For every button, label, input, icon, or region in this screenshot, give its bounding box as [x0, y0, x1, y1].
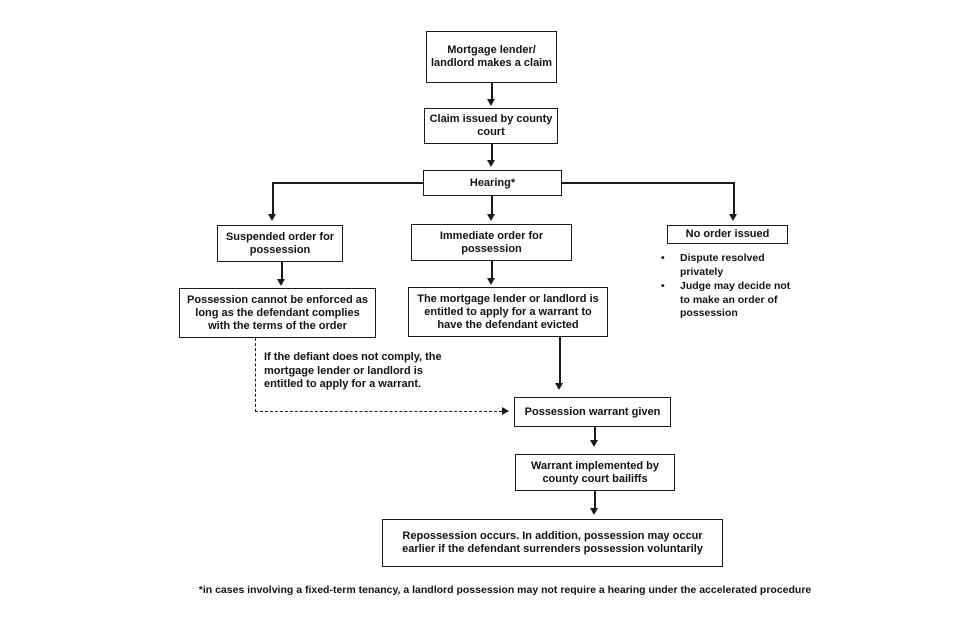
box-warrant-given: Possession warrant given	[514, 397, 671, 427]
connector-claim-issued-to-hearing	[491, 144, 493, 161]
bullet-text-judge-decision: Judge may decide not to make an order of…	[680, 280, 791, 319]
arrowhead-dashed-to-warrant-given	[502, 407, 509, 415]
box-hearing-label: Hearing*	[469, 176, 516, 189]
box-no-order: No order issued	[667, 225, 788, 244]
connector-apply-warrant-to-warrant-given	[559, 337, 561, 384]
connector-claim-made-to-claim-issued	[491, 83, 493, 100]
box-apply-warrant: The mortgage lender or landlord is entit…	[408, 287, 608, 337]
arrowhead-suspended-to-not-enforced	[277, 279, 285, 286]
arrowhead-implemented-to-repossession	[590, 508, 598, 515]
arrowhead-hearing-to-no-order	[729, 214, 737, 221]
box-warrant-implemented-label: Warrant implemented by county court bail…	[531, 459, 659, 485]
list-item: • Judge may decide not to make an order …	[661, 280, 806, 321]
bullet-text-dispute-resolved: Dispute resolved privately	[680, 252, 765, 278]
box-possession-not-enforced-label: Possession cannot be enforced as long as…	[187, 293, 368, 332]
box-immediate-order-label: Immediate order for possession	[439, 229, 544, 255]
connector-hearing-to-immediate-order	[491, 196, 493, 215]
box-possession-not-enforced: Possession cannot be enforced as long as…	[179, 288, 376, 338]
box-repossession-label: Repossession occurs. In addition, posses…	[402, 530, 703, 555]
footnote: *in cases involving a fixed-term tenancy…	[85, 584, 925, 596]
box-claim-issued-label: Claim issued by county court	[429, 113, 553, 138]
bullet-icon: •	[661, 252, 665, 264]
box-immediate-order: Immediate order for possession	[411, 224, 572, 261]
connector-hearing-left-branch-horizontal	[272, 182, 423, 184]
arrowhead-apply-warrant-to-warrant-given	[555, 383, 563, 390]
bullet-icon: •	[661, 280, 665, 292]
list-item: • Dispute resolved privately	[661, 252, 806, 279]
arrowhead-hearing-to-suspended-order	[268, 214, 276, 221]
note-non-compliance-text: If the defiant does not comply, the mort…	[264, 351, 442, 390]
box-no-order-label: No order issued	[685, 228, 770, 240]
box-warrant-given-label: Possession warrant given	[524, 405, 661, 418]
box-suspended-order-label: Suspended order for possession	[225, 230, 335, 256]
no-order-notes: • Dispute resolved privately • Judge may…	[661, 252, 806, 322]
connector-hearing-right-branch-horizontal	[562, 182, 734, 184]
dashed-connector-vertical	[255, 338, 256, 412]
arrowhead-warrant-given-to-implemented	[590, 440, 598, 447]
footnote-text: *in cases involving a fixed-term tenancy…	[198, 584, 812, 596]
arrowhead-claim-issued-to-hearing	[487, 160, 495, 167]
box-apply-warrant-label: The mortgage lender or landlord is entit…	[417, 292, 599, 331]
box-hearing: Hearing*	[423, 170, 562, 196]
connector-implemented-to-repossession	[594, 491, 596, 509]
box-claim-made: Mortgage lender/ landlord makes a claim	[426, 31, 557, 83]
box-claim-made-label: Mortgage lender/ landlord makes a claim	[430, 44, 553, 69]
arrowhead-hearing-to-immediate-order	[487, 214, 495, 221]
connector-warrant-given-to-implemented	[594, 427, 596, 441]
dashed-connector-horizontal	[255, 411, 502, 412]
box-claim-issued: Claim issued by county court	[424, 108, 558, 144]
box-suspended-order: Suspended order for possession	[217, 225, 343, 262]
connector-immediate-to-apply-warrant	[491, 261, 493, 279]
note-non-compliance: If the defiant does not comply, the mort…	[264, 351, 460, 392]
box-warrant-implemented: Warrant implemented by county court bail…	[515, 454, 675, 491]
arrowhead-claim-made-to-claim-issued	[487, 99, 495, 106]
connector-suspended-to-not-enforced	[281, 262, 283, 280]
connector-hearing-right-branch-vertical	[733, 182, 735, 215]
box-repossession: Repossession occurs. In addition, posses…	[382, 519, 723, 567]
arrowhead-immediate-to-apply-warrant	[487, 278, 495, 285]
connector-hearing-left-branch-vertical	[272, 182, 274, 215]
